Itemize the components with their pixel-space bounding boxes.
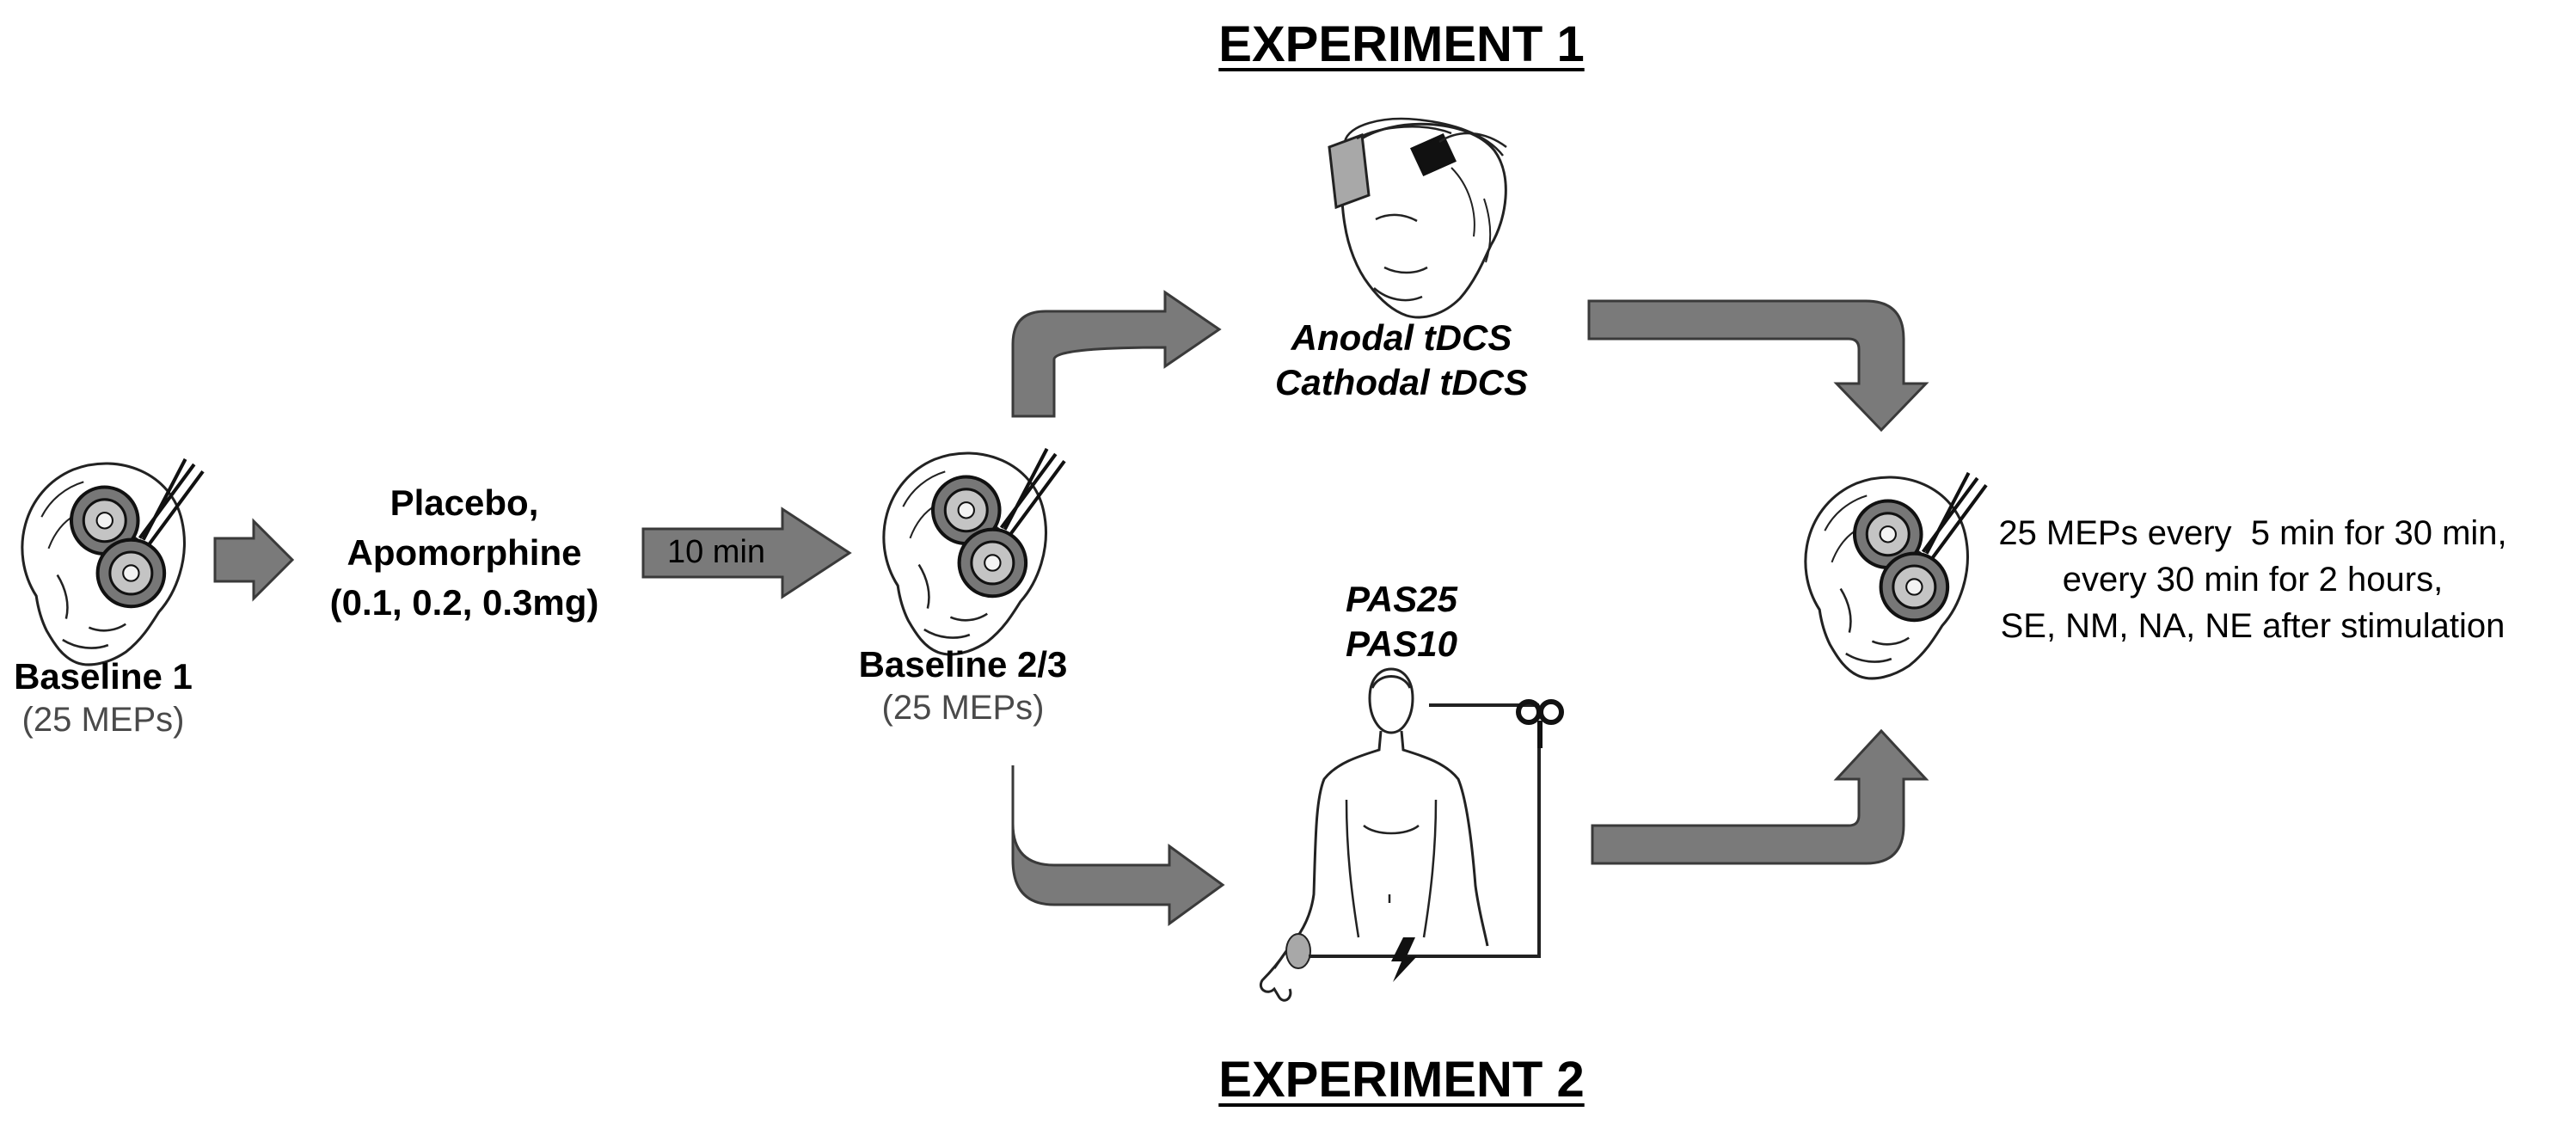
head-tdcs-electrode-icon [1328, 117, 1507, 319]
experiment1-condition-cathodal: Cathodal tDCS [1275, 362, 1528, 402]
delay-arrow [641, 507, 852, 599]
outcome-line-1: 25 MEPs every 5 min for 30 min, [1998, 514, 2507, 552]
outcome-line-2: every 30 min for 2 hours, [2062, 561, 2444, 599]
experiment2-condition-pas10: PAS10 [1346, 623, 1457, 664]
outcome-line-3: SE, NM, NA, NE after stimulation [2000, 607, 2505, 645]
arrow-experiment1-to-outcome [1587, 299, 1929, 433]
arrow-baseline1-to-drug [213, 518, 295, 602]
head-tms-coil-icon [884, 449, 1064, 654]
experiment1-title: EXPERIMENT 1 [1218, 16, 1585, 72]
arrow-to-experiment1 [1011, 290, 1222, 418]
baseline23-label: Baseline 2/3 [858, 644, 1068, 685]
arrow-experiment2-to-outcome [1591, 728, 1929, 865]
baseline23-sub: (25 MEPs) [881, 689, 1045, 727]
body-pas-electrode-icon [1260, 667, 1564, 1002]
drug-line-3: (0.1, 0.2, 0.3mg) [329, 582, 599, 623]
drug-line-1: Placebo, [389, 482, 539, 523]
baseline1-label: Baseline 1 [14, 656, 193, 697]
delay-arrow-label: 10 min [666, 534, 766, 570]
experiment1-condition-anodal: Anodal tDCS [1291, 317, 1512, 358]
baseline1-sub: (25 MEPs) [21, 701, 185, 739]
head-tms-coil-icon [22, 459, 203, 665]
experiment2-title: EXPERIMENT 2 [1218, 1052, 1585, 1108]
experiment2-condition-pas25: PAS25 [1346, 579, 1457, 619]
arrow-to-experiment2 [1011, 765, 1225, 926]
drug-line-2: Apomorphine [347, 532, 582, 573]
